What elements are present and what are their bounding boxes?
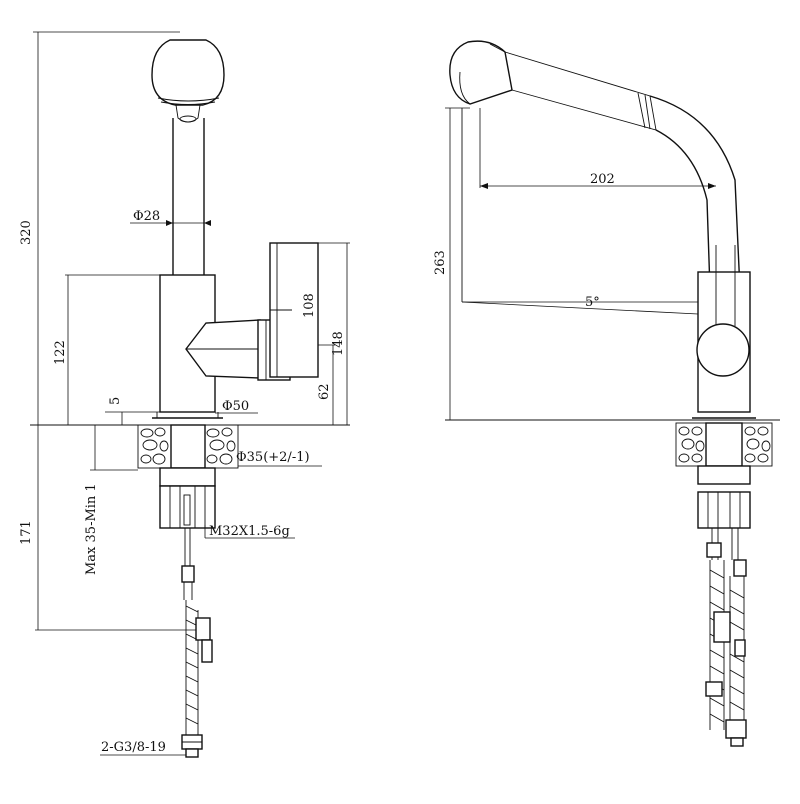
- counter-stone-left: [137, 424, 172, 469]
- label-108: 108: [302, 293, 317, 318]
- label-thread: M32X1.5-6g: [209, 524, 290, 539]
- spout-column: [172, 118, 205, 275]
- mounting-nut: [159, 467, 216, 529]
- label-171: 171: [19, 520, 34, 545]
- supply-hoses: [181, 528, 213, 758]
- front-view: 320 Φ28 122 108 148 62 5 Φ50 Φ35(+2/-1) …: [19, 31, 350, 758]
- side-counter-stone-left: [675, 422, 707, 467]
- label-263: 263: [433, 250, 448, 275]
- label-62: 62: [317, 383, 332, 400]
- side-view: 202 263 5°: [433, 40, 780, 747]
- dim-counter: [90, 425, 138, 471]
- side-shank: [705, 422, 743, 467]
- shank: [170, 424, 206, 469]
- side-mounting-nut: [697, 465, 751, 529]
- dim-62: [318, 344, 335, 425]
- label-hose-fitting: 2-G3/8-19: [101, 740, 166, 755]
- side-faucet-body: [692, 245, 756, 419]
- label-122: 122: [53, 340, 68, 365]
- label-202: 202: [590, 172, 615, 187]
- side-dim-263: [445, 107, 470, 420]
- dim-320: [33, 31, 180, 425]
- label-counter-thickness: Max 35-Min 1: [84, 483, 99, 575]
- side-supply-hoses: [705, 528, 747, 747]
- side-dim-angle: [461, 108, 699, 315]
- side-counter-stone-right: [741, 422, 773, 467]
- side-spout-tube: [637, 92, 741, 291]
- label-phi28: Φ28: [133, 209, 160, 224]
- label-320: 320: [19, 220, 34, 245]
- dim-148: [318, 242, 350, 425]
- side-dim-202: [479, 108, 716, 189]
- dim-5: [105, 411, 160, 425]
- label-5: 5: [108, 397, 123, 405]
- label-phi50: Φ50: [222, 399, 249, 414]
- dim-122: [65, 274, 160, 425]
- label-5-degree: 5°: [585, 295, 600, 310]
- label-148: 148: [331, 331, 346, 356]
- handle-lever: [185, 242, 319, 381]
- spray-head: [151, 39, 225, 123]
- counter-stone-right: [204, 424, 239, 469]
- label-phi35: Φ35(+2/-1): [236, 450, 310, 465]
- side-spray-head: [449, 40, 657, 131]
- dim-171: [35, 425, 196, 631]
